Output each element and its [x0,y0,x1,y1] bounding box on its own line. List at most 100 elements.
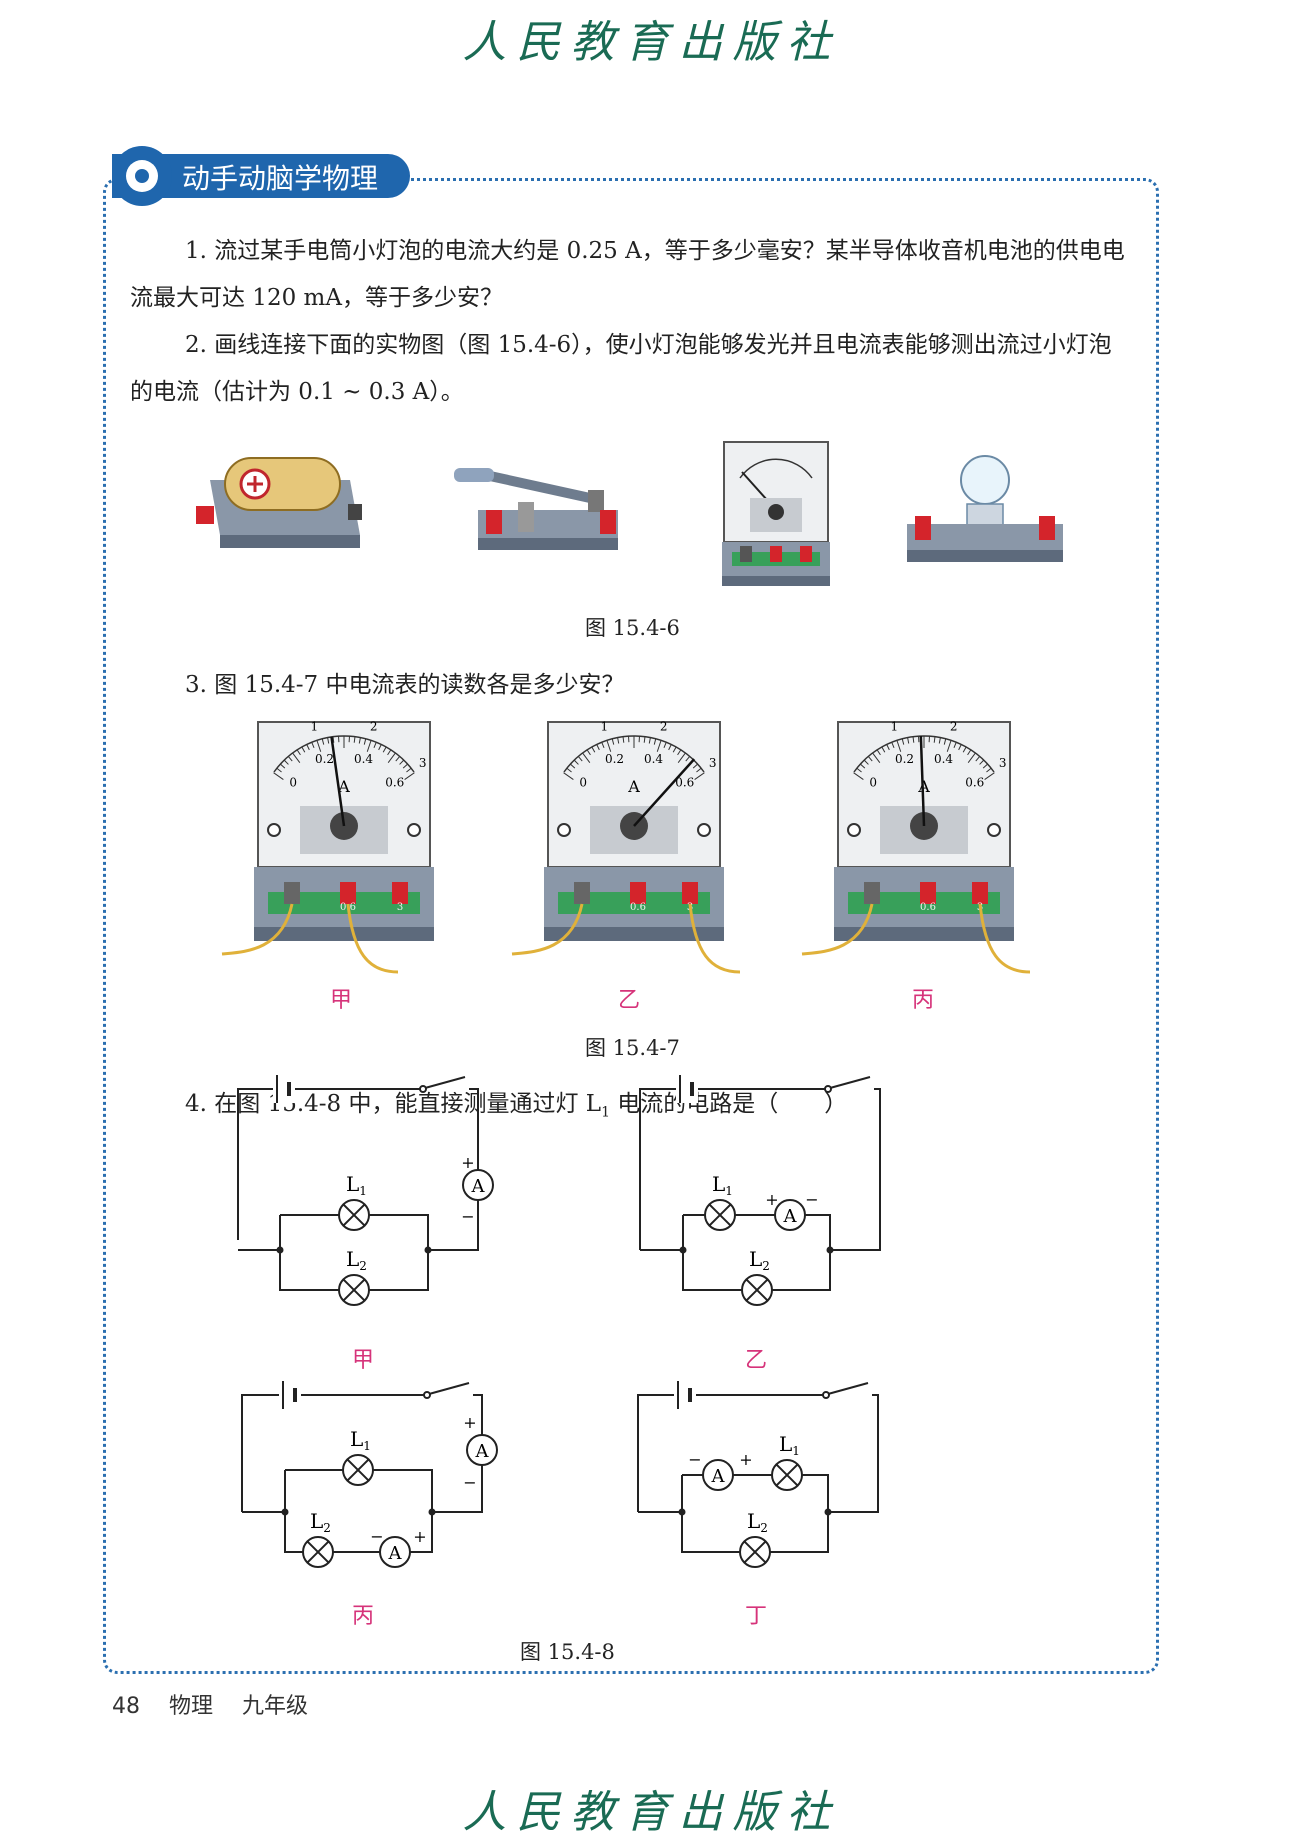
junction-dot [824,1508,832,1516]
wire [639,1088,881,1251]
lamp-label: L2 [310,1509,331,1535]
ammeter-label: A [783,1206,798,1227]
lamp-cross [342,1203,366,1227]
switch-icon [454,468,618,550]
lead-wire [978,903,1031,974]
meter-tick [896,740,902,752]
polarity-plus: + [463,1413,476,1432]
switch-pivot [824,1085,832,1093]
meter-tick [306,744,310,751]
meter-tick [404,772,415,780]
meter-terminal [340,882,356,904]
fig8-label-bing: 丙 [352,1604,375,1629]
ammeter-symbol [702,1459,734,1491]
question-2: 2. 画线连接下面的实物图（图 15.4-6），使小灯泡能够发光并且电流表能够测… [130,332,1112,405]
meter-tick [677,752,686,763]
question-3: 3. 图 15.4-7 中电流表的读数各是多少安？ [185,672,625,698]
terminal-label: 3 [397,902,403,913]
meter-screw [847,823,861,837]
meter-tick-label: 2 [950,720,958,734]
meter-base-edge [254,927,434,941]
publisher-header: 人民教育出版社 [462,17,841,68]
lead-wire [221,903,294,956]
ammeter-small-icon [722,441,830,586]
lamp-subscript: 1 [725,1184,733,1198]
wire [284,1469,433,1553]
meter-scale [273,735,415,773]
meter-unit: A [627,777,640,796]
meter-base-edge [544,927,724,941]
meter-tick [332,736,335,743]
meter-terminal [972,882,988,904]
lamp-label: L1 [779,1432,800,1458]
polarity-plus: + [739,1450,752,1469]
switch-pivot [419,1085,427,1093]
meter-tick [933,736,936,743]
switch-blade [827,1382,869,1395]
switch-gap [425,1383,473,1397]
meter-terminal [574,882,590,904]
meter-tick-label: 0.6 [675,775,694,789]
lamp-label: L1 [712,1172,733,1198]
publisher-footer: 人民教育出版社 [462,1787,841,1838]
meter-tick [301,746,306,753]
meter-needle [633,758,696,827]
meter-tick-label: 0.2 [315,752,334,766]
meter-unit: A [337,777,350,796]
meter-tick [953,742,957,749]
meter-tick-label: 0.2 [895,752,914,766]
meter-tick [938,737,941,744]
subject: 物理 [169,1694,214,1719]
meter-tick [387,749,392,756]
meter-tick [606,740,612,752]
meter-tick-label: 3 [999,756,1007,770]
meter-tick-label: 0.2 [605,752,624,766]
meter-tick [982,763,988,769]
lamp-cross [775,1463,799,1487]
junction-dot [276,1246,284,1254]
meter-tick [685,756,691,762]
meter-screw [407,823,421,837]
lamp-cross [342,1278,366,1302]
meter-tick [283,759,289,765]
meter-tick [962,746,967,753]
meter-tick [366,740,372,752]
meter-tick [296,749,301,756]
switch-gap [421,1077,469,1091]
meter-tick [943,738,947,745]
meter-tick [327,737,330,744]
meter-tick [316,740,322,752]
meter-tick [292,752,301,763]
wire [279,1214,429,1291]
meter-tick-label: 0.6 [965,775,984,789]
meter-tick [395,756,401,762]
meter-tick [643,736,646,743]
meter-tick [912,736,915,743]
lamp-subscript: 2 [760,1521,768,1535]
fig8-label-ding: 丁 [745,1604,768,1629]
ammeter-symbol [379,1536,411,1568]
meter-tick [358,737,361,744]
wire [637,1394,879,1513]
meter-tick-label: 3 [709,756,717,770]
meter-tick [860,763,866,769]
junction-dot [281,1508,289,1516]
grade: 九年级 [242,1694,309,1719]
lamp-cross [745,1278,769,1302]
meter-tick [273,772,284,780]
meter-tick [586,749,591,756]
meter-tick [856,767,862,773]
meter-tick [563,772,574,780]
meter-tick [967,749,972,756]
meter-tick-label: 0 [579,775,587,789]
meter-needle [330,736,346,827]
meter-tick-label: 0.4 [644,752,663,766]
meter-tick [672,746,677,753]
switch-blade [424,1076,466,1089]
lamp-subscript: 2 [359,1259,367,1273]
lamp-label: L1 [350,1427,371,1453]
meter-tick [692,763,698,769]
